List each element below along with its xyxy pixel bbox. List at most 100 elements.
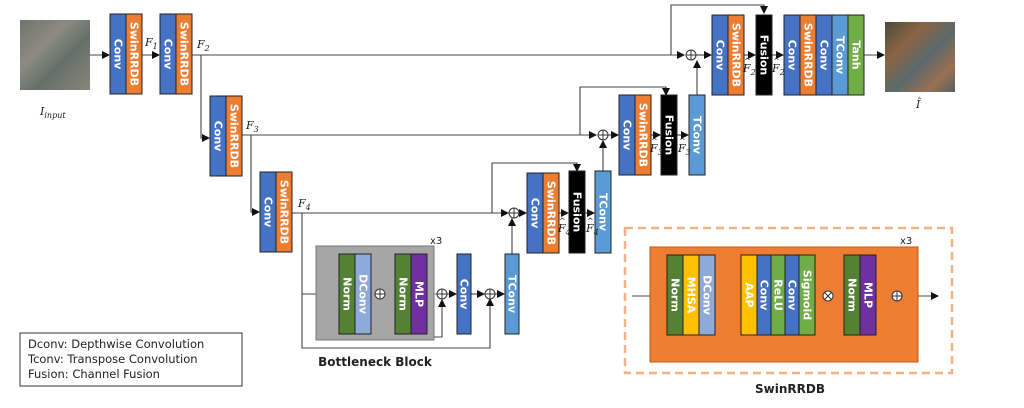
dec3-swinrrdb-block: SwinRRDB [634,94,652,176]
enc1-swinrrdb-block-label: SwinRRDB [128,22,141,86]
swinrrdb-mlp-block-label: MLP [862,282,875,308]
dec2-add-node [685,49,697,61]
connection-line [491,162,581,213]
bottleneck-conv-block-rect [456,253,472,335]
head-conv-block-1-label: Conv [786,40,799,71]
dec2-fusion-block: Fusion [755,14,773,96]
enc1-swinrrdb-block: SwinRRDB [125,13,143,95]
bottleneck-repeat-label: x3 [430,236,442,247]
dec2-fusion-block-label: Fusion [758,35,771,76]
bottleneck-mlp-block-label: MLP [413,281,426,307]
dec2-fusion-block-rect [755,14,773,96]
enc4-swinrrdb-block-rect [275,171,293,253]
enc2-conv-block: Conv [159,13,177,95]
swinrrdb-dconv-block-rect [698,254,716,336]
connection-line [670,4,768,55]
swinrrdb-norm-block-1-label: Norm [669,278,682,312]
head-tanh-block: Tanh [847,14,865,96]
swinrrdb-sigmoid-block: Sigmoid [798,254,816,336]
connection-line [579,86,670,135]
bottleneck-add-node-2 [436,288,448,300]
head-tconv-block-label: TConv [834,36,847,75]
swinrrdb-mhsa-block: MHSA [682,254,700,336]
dec3-conv-block: Conv [618,94,636,176]
enc4-swinrrdb-block-label: SwinRRDB [278,180,291,244]
dec4-swinrrdb-block-label: SwinRRDB [545,181,558,245]
dec4-tconv-block-rect [594,170,612,254]
bottleneck-conv-block-label: Conv [458,279,471,310]
f4-hat-label-hat: ^ [559,217,566,226]
dec4-conv-block-label: Conv [529,198,542,229]
f4-tilde-label: F4 [585,222,599,237]
bottleneck-tconv-block-label: TConv [506,275,519,314]
swinrrdb-mlp-block-rect [859,254,877,336]
legend-item: Dconv: Depthwise Convolution [28,337,204,351]
bottleneck-caption: Bottleneck Block [318,355,433,369]
bottleneck-norm-block-2: Norm [394,253,412,335]
legend-box [19,332,243,387]
f2-tilde-label: F2 [771,62,785,77]
head-conv-block-2: Conv [815,14,833,96]
bottleneck-dconv-block-rect [354,253,372,335]
head-conv-block-2-label: Conv [818,40,831,71]
enc3-conv-block-label: Conv [212,121,225,152]
dec2-swinrrdb-block-label: SwinRRDB [730,23,743,87]
legend-item: Tconv: Transpose Convolution [27,352,198,366]
swinrrdb-conv-block-2-label: Conv [786,280,799,311]
f2-hat-label: F2 [742,62,756,77]
bottleneck-conv-block: Conv [456,253,472,335]
dec2-swinrrdb-block: SwinRRDB [727,14,745,96]
f2-hat-label-hat: ^ [744,57,751,66]
dec3-fusion-block-rect [660,94,678,176]
f4-hat-label: F4 [557,222,571,237]
bottleneck-dconv-block: DConv [354,253,372,335]
f2-label: F2 [196,38,210,53]
swinrrdb-relu-block: ReLU [770,254,786,336]
dec3-swinrrdb-block-label: SwinRRDB [637,103,650,167]
dec3-conv-block-label: Conv [621,120,634,151]
connection-line [301,213,494,349]
f1-label: F1 [144,36,158,51]
swinrrdb-caption: SwinRRDB [755,382,825,396]
dec3-tconv-block: TConv [688,94,706,176]
connection-line [250,135,260,216]
head-tanh-block-label: Tanh [850,40,863,69]
input-label: Iinput [39,105,66,120]
dec3-fusion-block-label: Fusion [663,115,676,156]
f3-hat-label: F3 [649,142,663,157]
swinrrdb-norm-block-2: Norm [843,254,861,336]
head-conv-block-1: Conv [783,14,801,96]
enc1-swinrrdb-block-rect [125,13,143,95]
bottleneck-dconv-block-label: DConv [357,274,370,315]
swinrrdb-norm-block-1: Norm [666,254,684,336]
bottleneck-norm-block-1: Norm [338,253,356,335]
swinrrdb-conv-block-1-label: Conv [758,280,771,311]
output-label: Î [915,97,921,111]
bottleneck-mlp-block-rect [410,253,428,335]
f3-tilde-label-hat: ^ [679,137,686,146]
enc2-swinrrdb-block: SwinRRDB [175,13,193,95]
swinrrdb-sigmoid-block-rect [798,254,816,336]
dec4-fusion-block-label: Fusion [571,192,584,233]
bottleneck-tconv-block: TConv [504,253,520,335]
f3-tilde-label: F3 [677,142,691,157]
enc2-swinrrdb-block-rect [175,13,193,95]
swinrrdb-add-node [891,290,903,302]
dec4-conv-block: Conv [526,172,544,254]
f4-label: F4 [297,197,311,212]
dec3-fusion-block: Fusion [660,94,678,176]
dec3-tconv-block-rect [688,94,706,176]
swinrrdb-mhsa-block-label: MHSA [685,277,698,314]
swinrrdb-multiply-node [822,290,834,302]
swinrrdb-norm-block-2-label: Norm [846,278,859,312]
legend-item: Fusion: Channel Fusion [28,367,160,381]
enc4-swinrrdb-block: SwinRRDB [275,171,293,253]
dec4-swinrrdb-block-rect [542,172,560,254]
dec4-fusion-block: Fusion [568,170,586,254]
connection-line [200,55,210,142]
enc2-conv-block-label: Conv [162,39,175,70]
head-swinrrdb-block-label: SwinRRDB [802,23,815,87]
dec3-add-node [597,129,609,141]
dec2-conv-block: Conv [711,14,729,96]
